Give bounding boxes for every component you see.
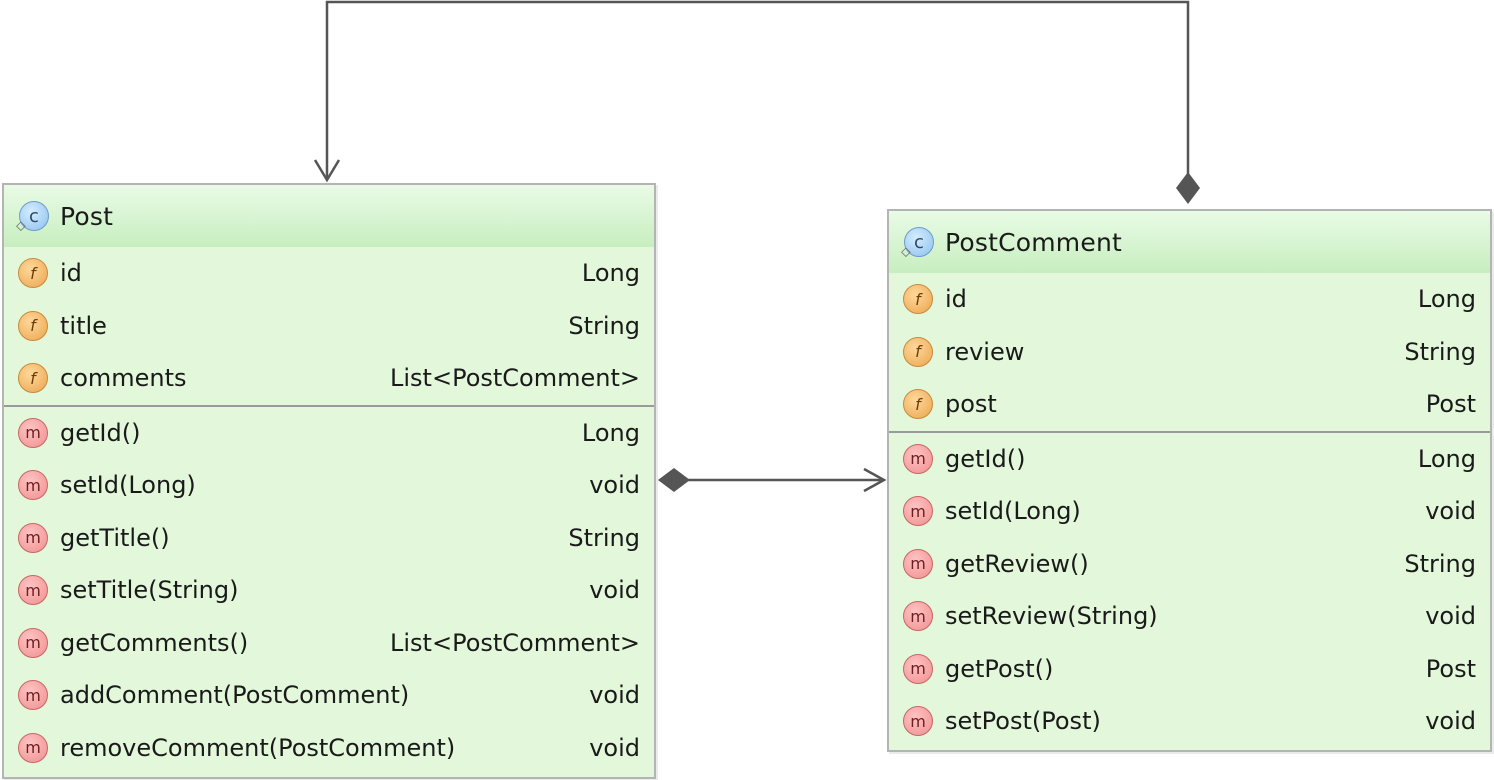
method-name: getId() xyxy=(945,444,1026,473)
method-icon: m xyxy=(18,522,48,553)
field-name: review xyxy=(945,337,1025,366)
method-icon: m xyxy=(18,417,48,448)
method-return-type: void xyxy=(589,471,640,500)
field-type: String xyxy=(1404,337,1476,366)
method-row[interactable]: m setPost(Post) void xyxy=(889,695,1490,748)
method-return-type: void xyxy=(1425,602,1476,631)
method-row[interactable]: m setId(Long) void xyxy=(4,459,654,512)
field-icon: f xyxy=(18,258,48,289)
field-icon: f xyxy=(18,310,48,341)
method-name: getComments() xyxy=(60,628,249,657)
method-icon: m xyxy=(18,680,48,711)
section-divider xyxy=(889,430,1490,433)
field-icon: f xyxy=(903,336,933,367)
method-row[interactable]: m getReview() String xyxy=(889,538,1490,591)
field-name: comments xyxy=(60,364,187,393)
method-name: setPost(Post) xyxy=(945,707,1101,736)
field-type: List<PostComment> xyxy=(390,364,640,393)
method-icon: m xyxy=(903,548,933,579)
class-icon: c⬦ xyxy=(16,200,50,234)
method-row[interactable]: m getId() Long xyxy=(889,433,1490,486)
methods-section: m getId() Long m setId(Long) void m getReview… xyxy=(889,433,1490,748)
field-name: title xyxy=(60,311,107,340)
class-name: Post xyxy=(60,201,114,231)
method-row[interactable]: m getTitle() String xyxy=(4,512,654,565)
method-name: getPost() xyxy=(945,654,1054,683)
class-name: PostComment xyxy=(945,227,1122,257)
composition-diamond-icon xyxy=(1176,172,1200,204)
method-name: getTitle() xyxy=(60,523,170,552)
method-return-type: String xyxy=(568,523,640,552)
method-icon: m xyxy=(18,627,48,658)
method-row[interactable]: m getComments() List<PostComment> xyxy=(4,617,654,670)
method-name: setId(Long) xyxy=(60,471,196,500)
method-name: setId(Long) xyxy=(945,497,1081,526)
section-divider xyxy=(4,404,654,407)
method-return-type: void xyxy=(589,681,640,710)
method-return-type: void xyxy=(589,733,640,762)
method-icon: m xyxy=(18,732,48,763)
field-icon: f xyxy=(903,284,933,315)
field-type: String xyxy=(568,311,640,340)
field-type: Post xyxy=(1425,390,1476,419)
postcomment-to-post-association[interactable] xyxy=(313,0,1200,204)
field-name: post xyxy=(945,390,997,419)
method-row[interactable]: m addComment(PostComment) void xyxy=(4,669,654,722)
composition-diamond-icon xyxy=(658,468,690,492)
method-name: setReview(String) xyxy=(945,602,1158,631)
method-name: getReview() xyxy=(945,549,1089,578)
method-name: addComment(PostComment) xyxy=(60,681,410,710)
methods-section: m getId() Long m setId(Long) void m getTitle(… xyxy=(4,407,654,775)
class-header: c⬦ Post xyxy=(4,185,654,247)
class-icon: c⬦ xyxy=(901,226,935,260)
method-icon: m xyxy=(903,443,933,474)
field-name: id xyxy=(945,285,967,314)
method-return-type: String xyxy=(1404,549,1476,578)
method-row[interactable]: m setReview(String) void xyxy=(889,590,1490,643)
class-header: c⬦ PostComment xyxy=(889,211,1490,273)
method-row[interactable]: m setTitle(String) void xyxy=(4,564,654,617)
field-row[interactable]: f comments List<PostComment> xyxy=(4,352,654,405)
method-row[interactable]: m getId() Long xyxy=(4,407,654,460)
field-type: Long xyxy=(1417,285,1476,314)
method-row[interactable]: m setId(Long) void xyxy=(889,485,1490,538)
method-icon: m xyxy=(903,653,933,684)
method-return-type: Long xyxy=(1417,444,1476,473)
method-return-type: void xyxy=(1425,707,1476,736)
method-icon: m xyxy=(903,496,933,527)
field-icon: f xyxy=(903,389,933,420)
method-row[interactable]: m removeComment(PostComment) void xyxy=(4,722,654,775)
field-icon: f xyxy=(18,363,48,394)
method-return-type: void xyxy=(589,576,640,605)
field-type: Long xyxy=(581,259,640,288)
method-icon: m xyxy=(18,470,48,501)
method-name: setTitle(String) xyxy=(60,576,239,605)
method-icon: m xyxy=(903,601,933,632)
method-name: getId() xyxy=(60,418,141,447)
method-name: removeComment(PostComment) xyxy=(60,733,456,762)
method-icon: m xyxy=(903,706,933,737)
method-return-type: Long xyxy=(581,418,640,447)
method-return-type: List<PostComment> xyxy=(390,628,640,657)
method-row[interactable]: m getPost() Post xyxy=(889,643,1490,696)
method-return-type: void xyxy=(1425,497,1476,526)
method-icon: m xyxy=(18,575,48,606)
method-return-type: Post xyxy=(1425,654,1476,683)
arrowhead-icon xyxy=(863,467,887,493)
arrowhead-icon xyxy=(313,159,341,183)
field-name: id xyxy=(60,259,82,288)
post-to-postcomment-composition[interactable] xyxy=(658,467,887,493)
